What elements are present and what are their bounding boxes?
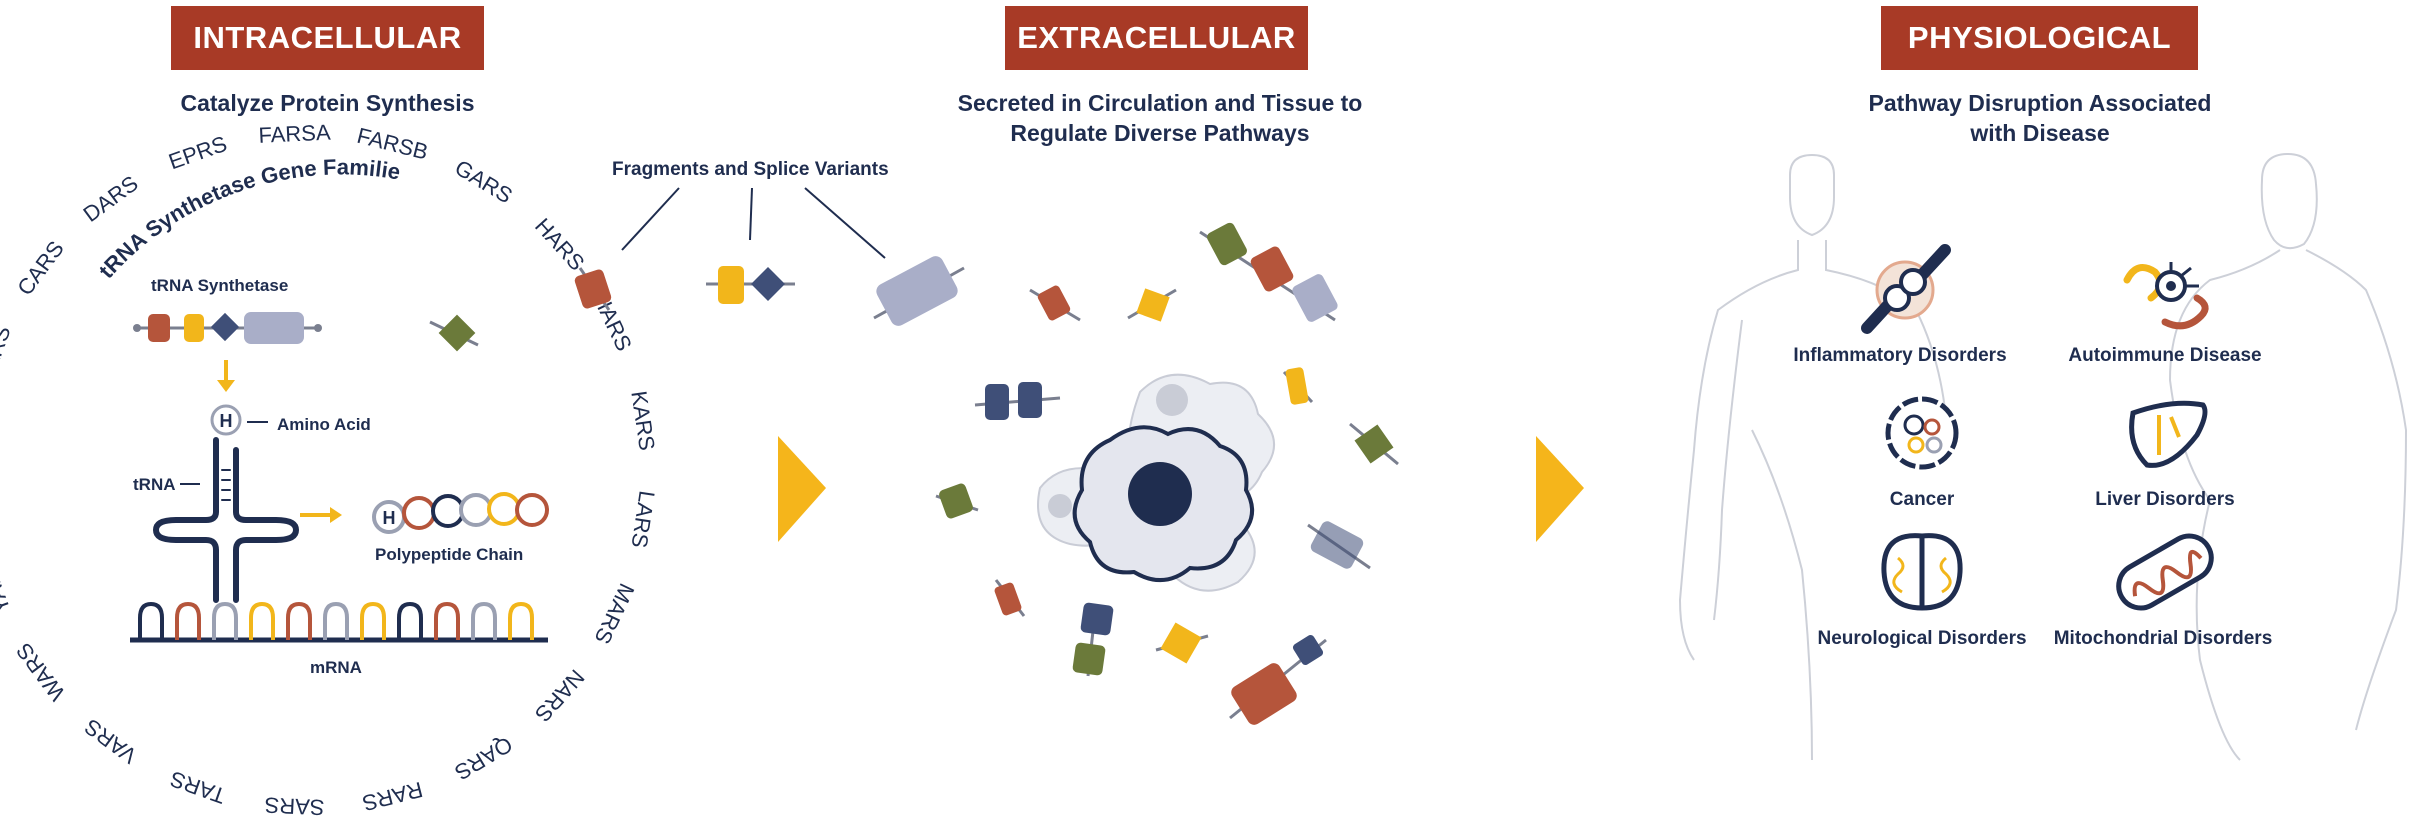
polypeptide-chain-icon: H bbox=[372, 492, 549, 534]
fragment-lavender-right bbox=[1307, 521, 1371, 570]
fragment-gold-diamond bbox=[1127, 288, 1177, 322]
fragment-olive-left bbox=[935, 483, 979, 519]
gene-label-iars: IARS bbox=[592, 298, 637, 355]
down-arrow-icon bbox=[217, 360, 235, 392]
mrna-label: mRNA bbox=[310, 658, 362, 677]
gene-label-kars: KARS bbox=[626, 389, 659, 452]
disease-label-liver: Liver Disorders bbox=[2095, 489, 2235, 510]
physiological-subtitle: Pathway Disruption Associated with Disea… bbox=[1790, 88, 2290, 148]
fragment-rust-small bbox=[1029, 285, 1081, 322]
disease-label-neurological: Neurological Disorders bbox=[1817, 628, 2027, 649]
extracellular-banner: EXTRACELLULAR bbox=[1005, 6, 1308, 70]
mitochondria-icon bbox=[2116, 533, 2214, 611]
gene-label-eprs: EPRS bbox=[165, 131, 230, 175]
olive-fragment bbox=[429, 314, 479, 352]
fragments-label: Fragments and Splice Variants bbox=[612, 159, 889, 180]
gene-label-cars: CARS bbox=[12, 236, 69, 300]
immune-cells-icon bbox=[2123, 262, 2209, 330]
gene-label-nars: NARS bbox=[530, 665, 590, 727]
mrna-codon bbox=[360, 601, 386, 640]
scattered-fragments bbox=[935, 222, 1399, 725]
gene-label-dars: DARS bbox=[79, 171, 143, 227]
mrna-codon bbox=[397, 601, 423, 640]
mrna-icon bbox=[130, 601, 548, 643]
mrna-codon bbox=[175, 601, 201, 640]
gene-label-qars: QARS bbox=[451, 732, 517, 786]
trna-synthetase-label: tRNA Synthetase bbox=[151, 276, 288, 295]
right-arrow-icon bbox=[300, 507, 342, 523]
chevron-right-icon-2 bbox=[1536, 436, 1584, 542]
gene-label-lars: LARS bbox=[627, 489, 660, 550]
mrna-codon bbox=[434, 601, 460, 640]
disease-label-cancer: Cancer bbox=[1889, 489, 1955, 510]
gene-label-tars: TARS bbox=[167, 766, 229, 809]
gene-label-aars: AARS bbox=[0, 322, 16, 387]
physiological-subtitle-line2: with Disease bbox=[1970, 120, 2110, 146]
fragment-rust bbox=[574, 267, 612, 311]
disease-label-autoimmune: Autoimmune Disease bbox=[2068, 345, 2262, 366]
amino-acid-label: Amino Acid bbox=[277, 415, 371, 434]
physiological-subtitle-line1: Pathway Disruption Associated bbox=[1868, 90, 2212, 116]
gene-label-rars: RARS bbox=[360, 777, 425, 816]
intracellular-subtitle: Catalyze Protein Synthesis bbox=[180, 90, 475, 116]
fragment-gold-slate bbox=[706, 266, 795, 304]
intracellular-banner: INTRACELLULAR bbox=[171, 6, 484, 70]
gene-label-hars: HARS bbox=[530, 213, 590, 275]
extracellular-subtitle: Secreted in Circulation and Tissue to Re… bbox=[900, 88, 1420, 148]
chevron-right-icon-1 bbox=[778, 436, 826, 542]
gene-label-yars: YARS bbox=[0, 554, 15, 617]
mrna-codon bbox=[212, 601, 238, 640]
fragment-gold-diamond-bottom bbox=[1155, 622, 1209, 664]
fragment-rust-bottom bbox=[994, 579, 1026, 617]
gene-label-farsa: FARSA bbox=[258, 120, 332, 148]
mrna-codon bbox=[249, 601, 275, 640]
fragment-pointer-lines bbox=[621, 187, 886, 259]
mrna-codon bbox=[471, 601, 497, 640]
extracellular-subtitle-line1: Secreted in Circulation and Tissue to bbox=[957, 90, 1363, 116]
extracellular-subtitle-line2: Regulate Diverse Pathways bbox=[1010, 120, 1310, 146]
fragment-olive-rust-lavender bbox=[1199, 222, 1338, 322]
cell-cluster bbox=[1037, 373, 1276, 592]
amino-acid-symbol: H bbox=[220, 411, 233, 431]
human-silhouettes bbox=[1678, 152, 2408, 761]
trna-synthetase-complex bbox=[133, 312, 322, 344]
gene-label-wars: WARS bbox=[11, 638, 70, 705]
mrna-codon bbox=[286, 601, 312, 640]
gene-label-gars: GARS bbox=[451, 155, 517, 209]
amino-acid-icon: H bbox=[210, 404, 268, 436]
fragment-olive-diamond-right bbox=[1349, 422, 1399, 466]
fragment-gold-small bbox=[1282, 367, 1314, 405]
polypeptide-chain-label: Polypeptide Chain bbox=[375, 545, 523, 564]
gene-label-mars: MARS bbox=[590, 580, 640, 648]
trna-icon bbox=[152, 437, 300, 603]
joint-icon bbox=[1861, 244, 1951, 334]
trna-label: tRNA bbox=[133, 475, 176, 494]
polypeptide-symbol: H bbox=[383, 508, 396, 528]
fragment-rust-navy-bottom bbox=[1229, 634, 1327, 725]
fragment-navy-pair bbox=[974, 382, 1061, 420]
mrna-codon bbox=[323, 601, 349, 640]
fragment-navy-olive bbox=[1072, 602, 1114, 677]
brain-icon bbox=[1881, 533, 1963, 611]
cancer-cell-icon bbox=[1885, 396, 1959, 470]
mrna-codon bbox=[508, 601, 534, 640]
liver-icon bbox=[2129, 400, 2208, 468]
mrna-codon bbox=[138, 601, 164, 640]
gene-label-vars: VARS bbox=[80, 714, 142, 769]
fragment-lavender bbox=[873, 256, 965, 326]
disease-label-inflammatory: Inflammatory Disorders bbox=[1793, 345, 2007, 366]
gene-label-sars: SARS bbox=[264, 792, 325, 820]
disease-label-mitochondrial: Mitochondrial Disorders bbox=[2053, 628, 2273, 649]
physiological-banner: PHYSIOLOGICAL bbox=[1881, 6, 2198, 70]
